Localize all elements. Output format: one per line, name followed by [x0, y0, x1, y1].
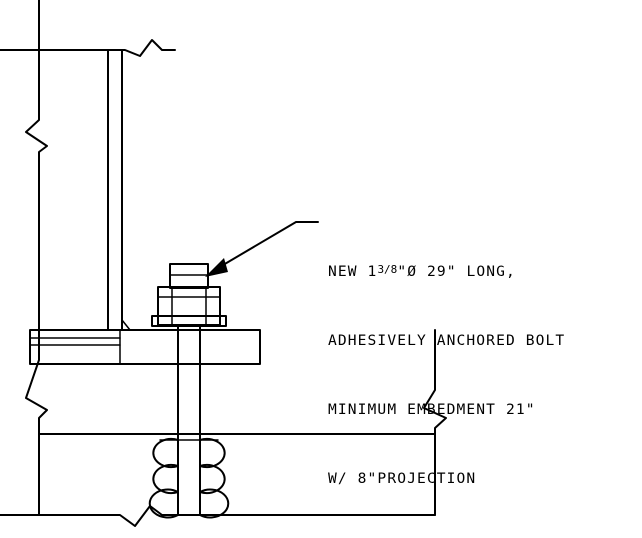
- bottom-break-line: [0, 505, 436, 527]
- callout-line-1-fraction: 3/8: [377, 263, 398, 276]
- callout-line-1: NEW 13/8"Ø 29" LONG,: [328, 258, 565, 283]
- nut: [157, 286, 221, 326]
- base-plate: [29, 329, 261, 365]
- callout-leader: [217, 221, 319, 269]
- bolt-callout-note: NEW 13/8"Ø 29" LONG, ADHESIVELY ANCHORED…: [328, 212, 565, 513]
- callout-line-2: ADHESIVELY ANCHORED BOLT: [328, 332, 566, 349]
- top-break-line: [0, 39, 176, 57]
- callout-arrowhead: [205, 258, 228, 277]
- callout-line-1-prefix: NEW 1: [328, 263, 378, 280]
- adhesive-bulbs: [148, 438, 230, 519]
- callout-line-1-suffix: "Ø 29" LONG,: [397, 263, 516, 280]
- right-edge-line: [423, 329, 447, 516]
- plate-weld-line: [121, 319, 131, 331]
- left-edge-line: [25, 0, 48, 516]
- callout-line-4: W/ 8"PROJECTION: [328, 470, 477, 487]
- callout-line-3: MINIMUM EMBEDMENT 21": [328, 401, 536, 418]
- bolt-top: [169, 263, 209, 289]
- washer: [151, 315, 227, 327]
